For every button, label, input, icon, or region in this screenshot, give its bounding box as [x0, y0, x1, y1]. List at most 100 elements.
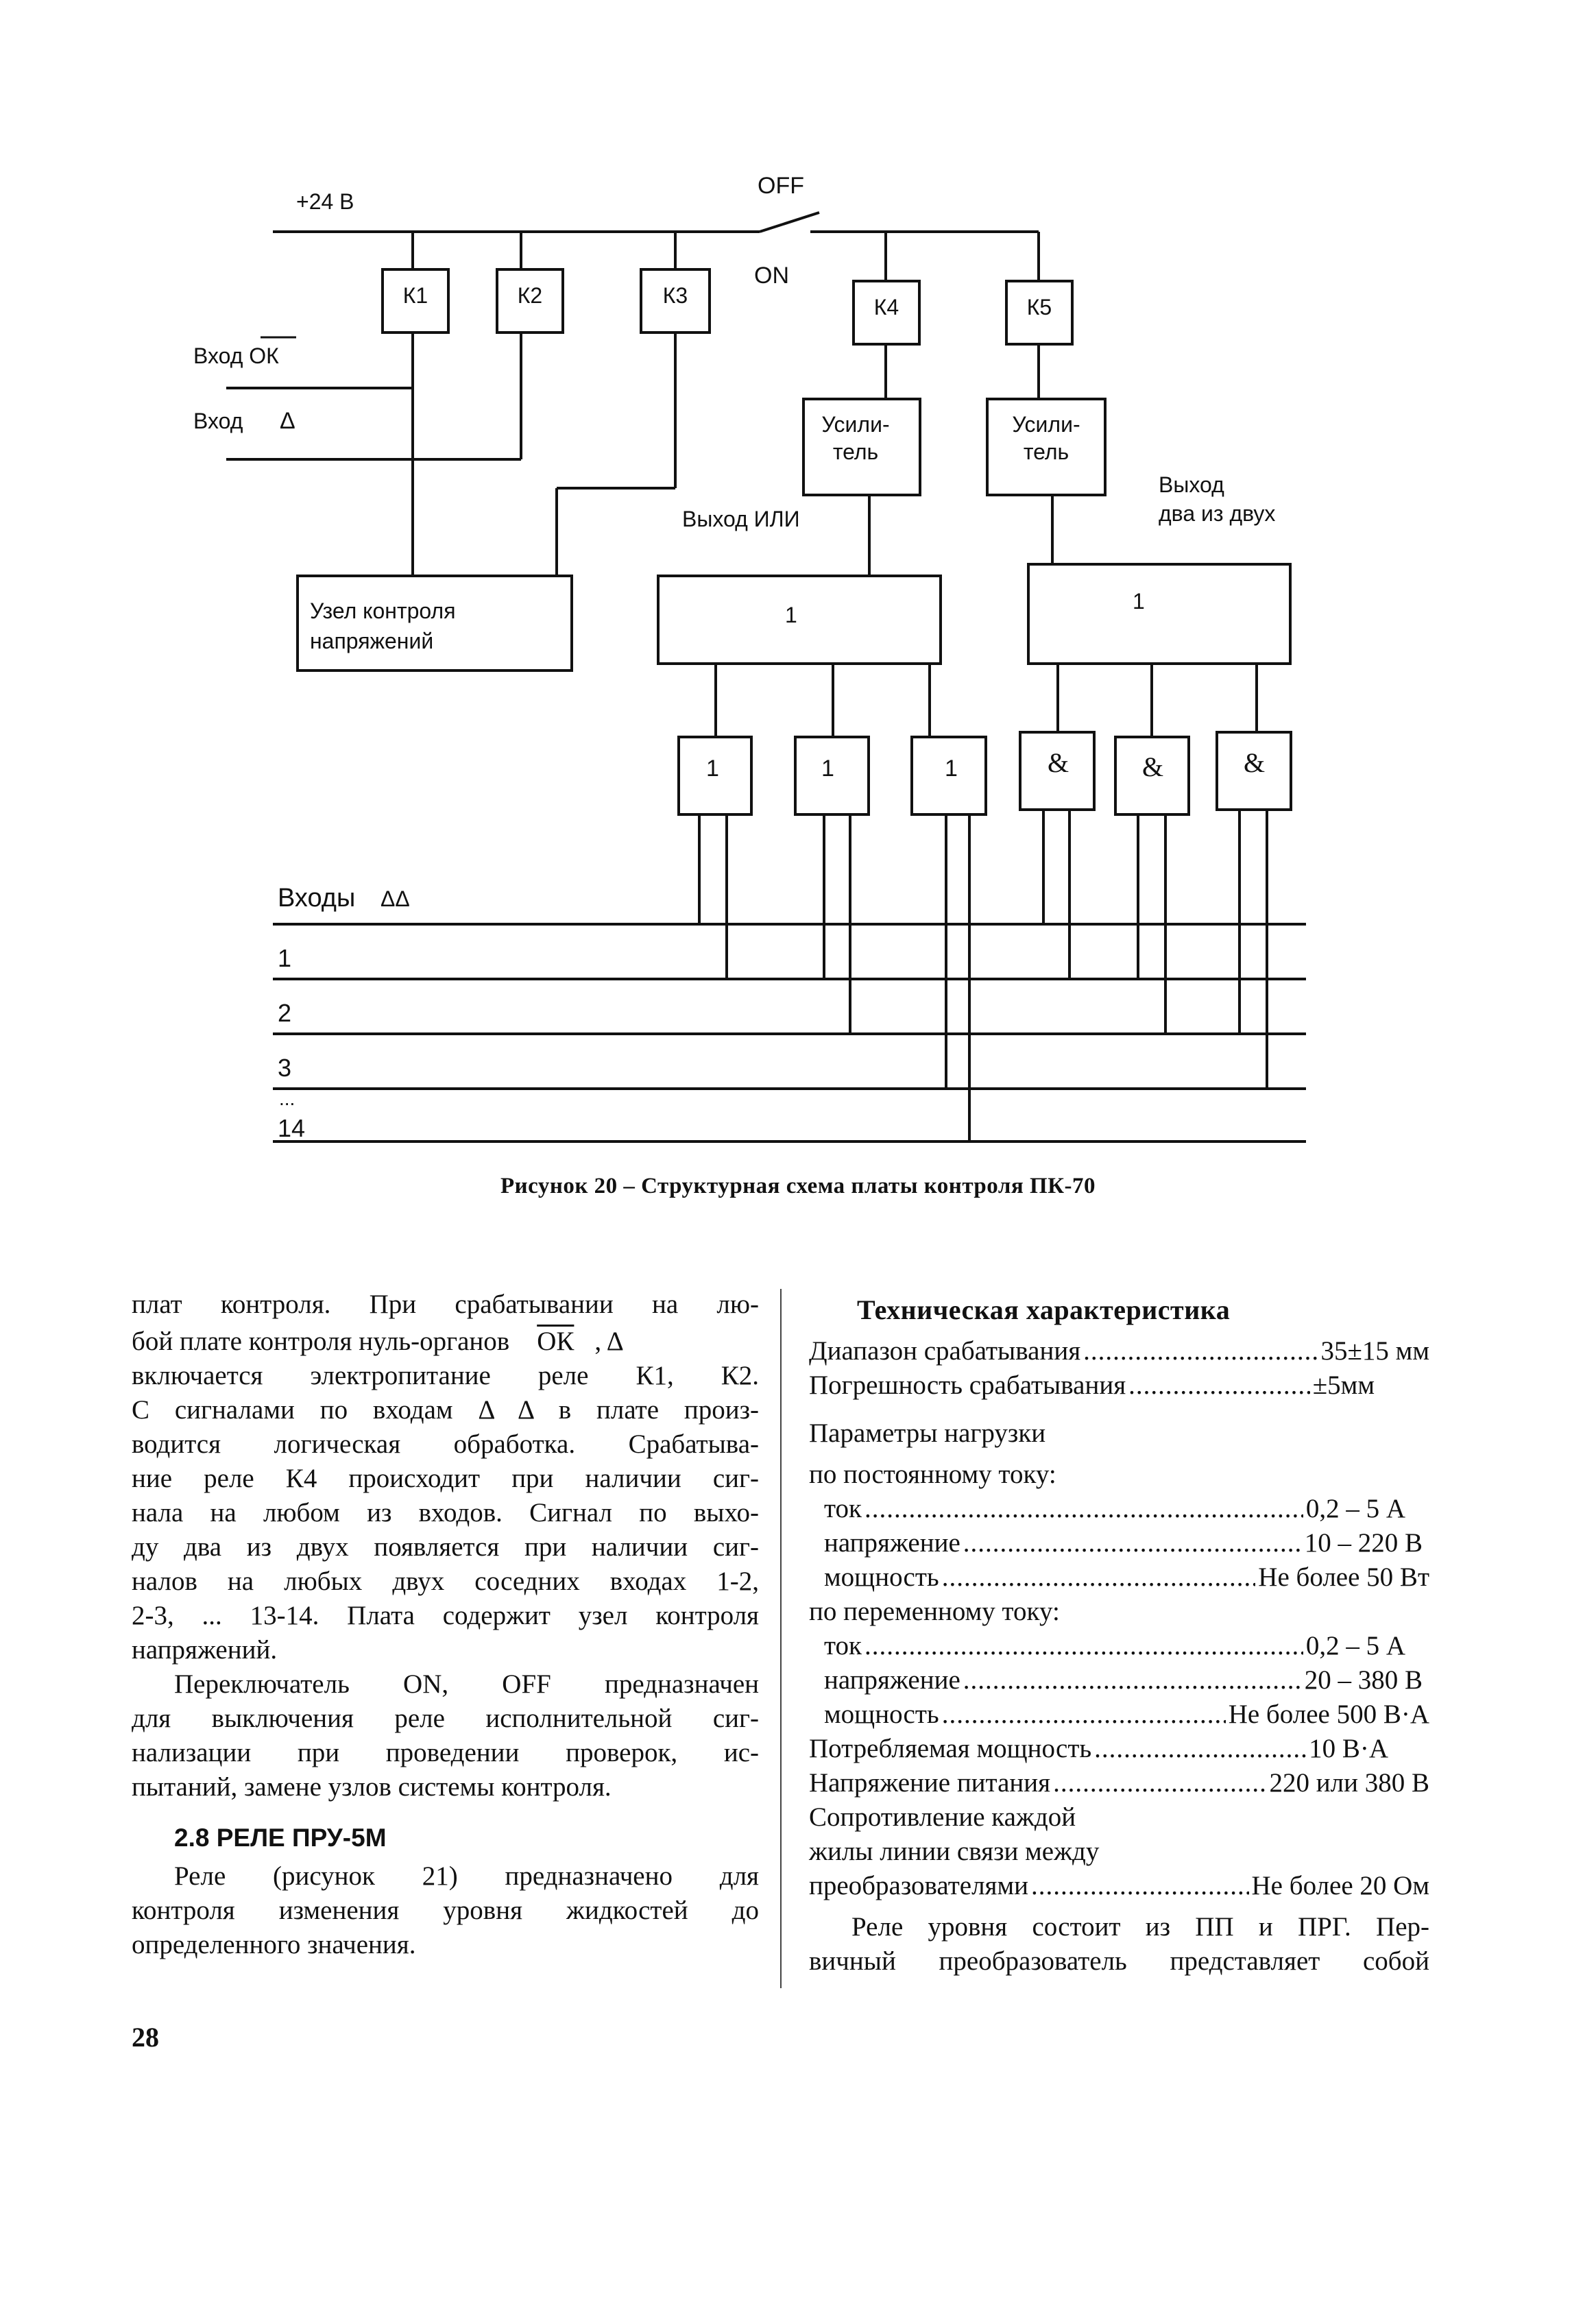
spec-value: Не более 50 Вт: [1258, 1562, 1429, 1592]
dc-heading: по постоянному току:: [809, 1460, 1056, 1489]
amplifier-1-label-1: Усили-: [821, 412, 889, 437]
spec-label: мощность: [824, 1700, 939, 1729]
body-line: контроля изменения уровня жидкостей до: [132, 1896, 759, 1925]
amplifier-2-label-1: Усили-: [1012, 412, 1080, 437]
voltage-control-node: [296, 575, 573, 672]
body-line: напряжений.: [132, 1635, 278, 1665]
body-line: Реле (рисунок 21) предназначено для: [174, 1861, 759, 1891]
input-ok-label: Вход ОК: [193, 343, 279, 368]
relay-k2-label: К2: [518, 283, 542, 308]
spec-row: ток 0,2 – 5 А: [809, 1492, 1429, 1526]
specs-title: Техническая характеристика: [857, 1294, 1231, 1325]
or-gate-3-label: 1: [945, 756, 958, 782]
or-gate-2: [794, 736, 870, 816]
body-line: включается электропитание реле К1, К2.: [132, 1361, 759, 1390]
spec-value: 0,2 – 5 А: [1305, 1494, 1405, 1523]
spec-row: Погрешность срабатывания ±5мм: [809, 1368, 1429, 1403]
body-line: Реле уровня состоит из ПП и ПРГ. Пер-: [851, 1912, 1429, 1942]
body-line: определенного значения.: [132, 1930, 416, 1959]
block-diagram: +24 В OFF ON К1 К2 К3 К4 К5 Вход ОК Вход…: [193, 173, 1306, 1143]
body-line: 2-3, ... 13-14. Плата содержит узел конт…: [132, 1601, 759, 1630]
body-line: Переключатель ON, OFF предназначен: [174, 1669, 759, 1699]
relay-k4-label: К4: [874, 295, 899, 319]
relay-k1-label: К1: [403, 283, 428, 308]
output-two-label-2: два из двух: [1159, 501, 1275, 526]
bus-2-label: 2: [278, 999, 291, 1027]
column-divider: [780, 1289, 782, 1988]
or-gate-3: [910, 736, 987, 816]
supply-label: +24 В: [296, 189, 354, 214]
and-gate-2-label: &: [1142, 751, 1163, 782]
spec-row: Диапазон срабатывания 35±15 мм: [809, 1334, 1429, 1368]
relay-k3-label: К3: [663, 283, 688, 308]
inputs-delta-symbol: ΔΔ: [380, 886, 410, 911]
or-block-output: [657, 575, 942, 665]
body-line: бой плате контроля нуль-органов: [132, 1327, 510, 1356]
body-line: налов на любых двух соседних входах 1-2,: [132, 1567, 759, 1596]
relay-k1: [381, 268, 450, 334]
or-gate-1-label: 1: [706, 756, 719, 782]
page-number: 28: [132, 2022, 159, 2053]
two-of-two-block-output: [1027, 563, 1292, 665]
or-block-label: 1: [785, 603, 797, 627]
spec-label: ток: [824, 1631, 862, 1660]
spec-row: преобразователямиНе более 20 Ом: [809, 1869, 1429, 1903]
body-line: для выключения реле исполнительной сиг-: [132, 1704, 759, 1733]
input-delta-label: Вход: [193, 409, 243, 433]
amplifier-1: [802, 398, 921, 496]
body-line: плат контроля. При срабатывании на лю-: [132, 1290, 759, 1319]
amplifier-1-label-2: тель: [833, 439, 878, 464]
bus-dots-label: ...: [279, 1088, 295, 1109]
delta-tail: , Δ: [594, 1327, 624, 1356]
load-params-heading: Параметры нагрузки: [809, 1418, 1046, 1448]
spec-row: ток0,2 – 5 А: [809, 1629, 1429, 1663]
relay-k2: [496, 268, 564, 334]
spec-value: 10 В·А: [1309, 1734, 1388, 1763]
inputs-label: Входы: [278, 884, 355, 913]
or-gate-1: [677, 736, 753, 816]
spec-label: Погрешность срабатывания: [809, 1370, 1126, 1400]
resistance-line: жилы линии связи между: [809, 1837, 1100, 1866]
spec-value: 20 – 380 В: [1304, 1665, 1423, 1695]
ok-line: бой плате контроля нуль-органов ОК , Δ: [132, 1325, 759, 1359]
spec-label: Потребляемая мощность: [809, 1734, 1092, 1763]
or-gate-2-label: 1: [821, 756, 834, 782]
spec-value: Не более 500 В·А: [1228, 1700, 1429, 1729]
and-gate-1: [1019, 731, 1096, 811]
and-gate-2: [1114, 736, 1190, 816]
off-switch-blade: [759, 211, 820, 233]
spec-row: Потребляемая мощность 10 В·А: [809, 1732, 1429, 1766]
section-heading: 2.8 РЕЛЕ ПРУ-5М: [174, 1824, 387, 1852]
switch-off-label: OFF: [758, 173, 804, 199]
spec-value: 220 или 380 В: [1269, 1768, 1429, 1798]
figure-caption: Рисунок 20 – Структурная схема платы кон…: [500, 1174, 1096, 1198]
bus-1-label: 1: [278, 944, 291, 972]
output-two-label-1: Выход: [1159, 472, 1224, 497]
switch-on-label: ON: [754, 263, 789, 289]
output-or-label: Выход ИЛИ: [682, 507, 800, 531]
right-column: Техническая характеристика Диапазон сраб…: [809, 1293, 1429, 1979]
spec-value: 10 – 220 В: [1304, 1528, 1423, 1558]
spec-label: напряжение: [824, 1528, 960, 1558]
spec-row: мощность Не более 500 В·А: [809, 1697, 1429, 1732]
ac-heading: по переменному току:: [809, 1597, 1060, 1626]
body-line: нала на любом из входов. Сигнал по выхо-: [132, 1498, 759, 1527]
spec-value: 35±15 мм: [1320, 1336, 1429, 1366]
node-label-2: напряжений: [310, 629, 433, 653]
spec-label: ток: [824, 1494, 862, 1523]
resistance-line: Сопротивление каждой: [809, 1802, 1076, 1832]
bus-3-label: 3: [278, 1054, 291, 1082]
spec-label: Диапазон срабатывания: [809, 1336, 1081, 1366]
body-line: нализации при проведении проверок, ис-: [132, 1738, 759, 1767]
spec-row: напряжение 20 – 380 В: [809, 1663, 1429, 1697]
body-line: водится логическая обработка. Срабатыва-: [132, 1429, 759, 1459]
relay-k5-label: К5: [1027, 295, 1052, 319]
two-of-two-block-label: 1: [1133, 589, 1145, 614]
spec-value: ±5мм: [1312, 1370, 1375, 1400]
body-line: ду два из двух появляется при наличии си…: [132, 1532, 759, 1562]
node-label-1: Узел контроля: [310, 599, 456, 623]
spec-label: напряжение: [824, 1665, 960, 1695]
body-line: вичный преобразователь представляет собо…: [809, 1946, 1429, 1976]
spec-row: Напряжение питания220 или 380 В: [809, 1766, 1429, 1800]
